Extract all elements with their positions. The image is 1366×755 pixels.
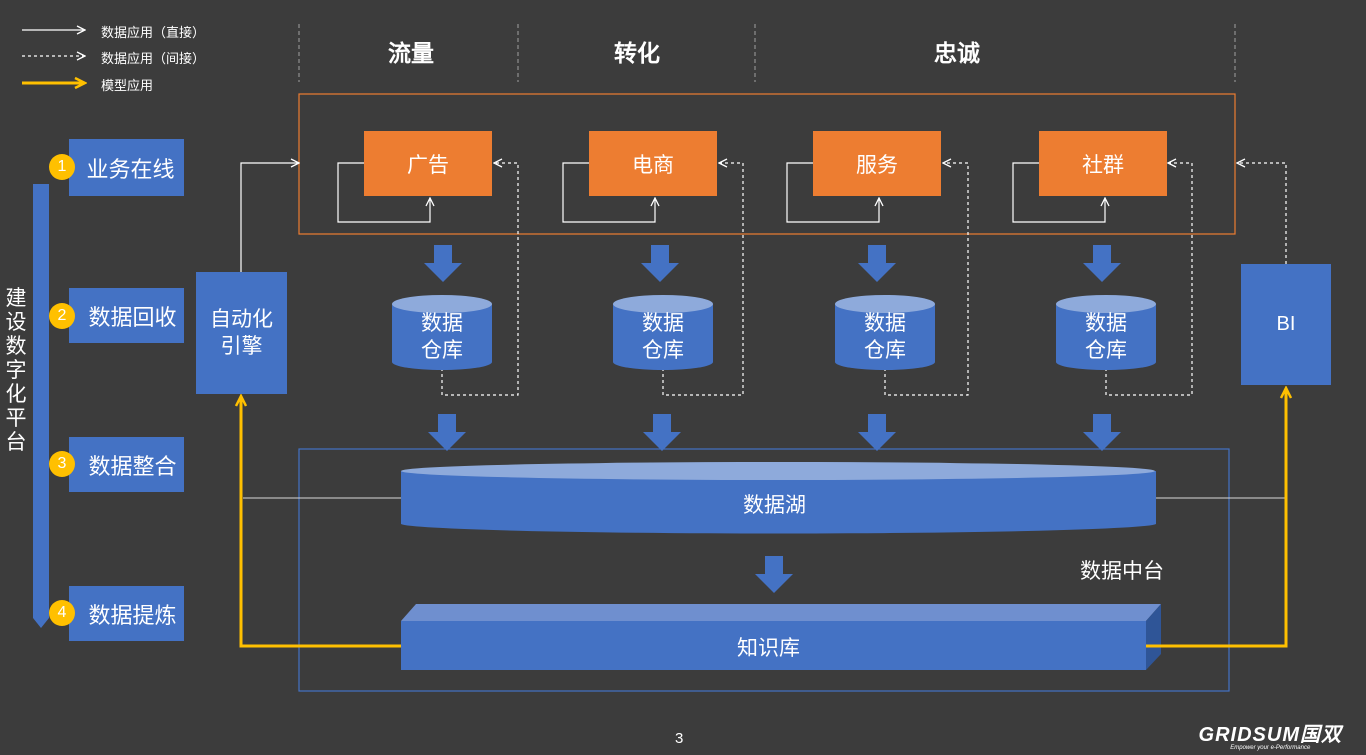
- step-box-data-collection: 数据回收: [69, 288, 184, 343]
- step-box-business-online: 业务在线: [69, 139, 184, 196]
- block-arrow-lake-to-knowledge: [755, 556, 793, 593]
- knowledge-to-engine-arrow: [241, 396, 401, 648]
- automation-engine-label: 自动化引擎: [210, 308, 273, 358]
- step-badge-3: 3: [49, 451, 75, 477]
- data-lake-label: 数据湖: [743, 494, 806, 517]
- channel-advertising: 广告: [364, 131, 492, 196]
- channel-service: 服务: [813, 131, 941, 196]
- step-label-4: 数据提炼: [88, 602, 177, 628]
- step-badge-4: 4: [49, 600, 75, 626]
- channel-self-loops: [337, 162, 1105, 223]
- bi-box: BI: [1241, 264, 1331, 385]
- warehouse-3-line1: 数据: [864, 312, 906, 335]
- bi-to-channels-arrow: [1237, 163, 1287, 264]
- automation-engine-box: 自动化引擎: [196, 272, 287, 394]
- knowledge-base-shape: [401, 604, 1161, 670]
- step-badge-1: 1: [49, 154, 75, 180]
- bi-label: BI: [1276, 313, 1296, 335]
- warehouse-4-line2: 仓库: [1085, 339, 1127, 362]
- brand-name: GRIDSUM国双: [1198, 724, 1342, 746]
- legend-model-label: 模型应用: [101, 78, 154, 93]
- warehouse-feedback-loops: [441, 163, 1193, 396]
- block-arrows-middle: [428, 414, 1121, 451]
- channel-label-service: 服务: [856, 153, 898, 177]
- stage-title-traffic: 流量: [388, 40, 434, 66]
- channel-ecommerce: 电商: [589, 131, 717, 196]
- warehouse-4-line1: 数据: [1085, 312, 1127, 335]
- step-box-data-refining: 数据提炼: [69, 586, 184, 641]
- channel-label-advertising: 广告: [407, 153, 449, 177]
- step-badge-2: 2: [49, 303, 75, 329]
- stage-title-loyalty: 忠诚: [934, 40, 980, 66]
- data-lake-shape: [401, 462, 1156, 534]
- channel-community: 社群: [1039, 131, 1167, 196]
- warehouse-3-line2: 仓库: [864, 339, 906, 362]
- warehouse-cylinders: [392, 295, 1156, 370]
- block-arrows-top: [424, 245, 1121, 282]
- step-label-3: 数据整合: [88, 453, 177, 479]
- brand-logo: GRIDSUM国双 Empower your e-Performance: [1199, 718, 1342, 751]
- warehouse-label-4: 数据仓库: [1056, 310, 1156, 364]
- warehouse-1-line2: 仓库: [421, 339, 463, 362]
- stage-title-conversion: 转化: [614, 40, 660, 66]
- data-middle-frame: [298, 448, 1230, 692]
- warehouse-label-1: 数据仓库: [392, 310, 492, 364]
- warehouse-2-line2: 仓库: [642, 339, 684, 362]
- platform-bar: [33, 184, 49, 628]
- legend-direct-label: 数据应用（直接）: [101, 25, 206, 40]
- warehouse-1-line1: 数据: [421, 312, 463, 335]
- knowledge-to-bi-arrow: [1146, 388, 1286, 648]
- channel-label-community: 社群: [1082, 153, 1124, 177]
- channel-label-ecommerce: 电商: [632, 153, 674, 177]
- warehouse-2-line1: 数据: [642, 312, 684, 335]
- page-number: 3: [675, 730, 684, 747]
- brand-tagline: Empower your e-Performance: [1230, 745, 1311, 751]
- step-box-data-integration: 数据整合: [69, 437, 184, 492]
- step-label-2: 数据回收: [88, 304, 177, 330]
- legend-indirect-label: 数据应用（间接）: [101, 51, 206, 66]
- engine-to-channels-arrow: [240, 163, 299, 272]
- platform-label: 建设数字化平台: [5, 287, 27, 454]
- stage-dividers: [298, 24, 1236, 82]
- step-label-1: 业务在线: [86, 156, 175, 182]
- data-middle-label: 数据中台: [1080, 560, 1164, 583]
- knowledge-base-label: 知识库: [737, 637, 800, 660]
- warehouse-label-3: 数据仓库: [835, 310, 935, 364]
- warehouse-label-2: 数据仓库: [613, 310, 713, 364]
